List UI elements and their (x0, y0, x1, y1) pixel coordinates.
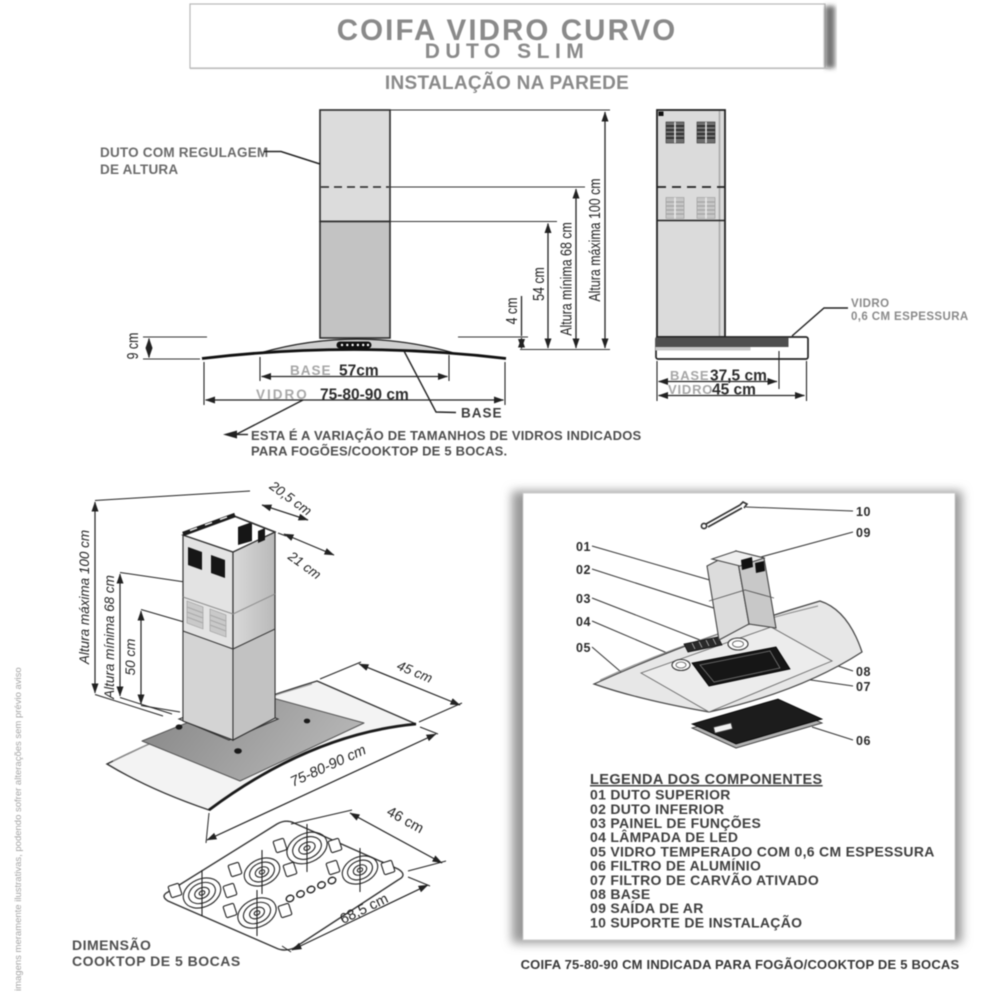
svg-text:45 cm: 45 cm (712, 382, 756, 399)
svg-text:08 BASE: 08 BASE (590, 886, 650, 902)
svg-text:06: 06 (856, 734, 871, 748)
svg-text:09 SAÍDA DE AR: 09 SAÍDA DE AR (590, 900, 704, 916)
svg-text:imagens meramente ilustrativas: imagens meramente ilustrativas, podendo … (13, 667, 24, 991)
svg-text:VIDRO: VIDRO (668, 382, 713, 397)
svg-text:DIMENSÃO: DIMENSÃO (72, 936, 151, 953)
svg-text:75-80-90 cm: 75-80-90 cm (320, 387, 409, 404)
svg-text:INSTALAÇÃO NA PAREDE: INSTALAÇÃO NA PAREDE (385, 72, 629, 94)
svg-text:COIFA 75-80-90 CM INDICADA PAR: COIFA 75-80-90 CM INDICADA PARA FOGÃO/CO… (521, 957, 960, 972)
svg-text:05 VIDRO TEMPERADO COM 0,6 CM: 05 VIDRO TEMPERADO COM 0,6 CM ESPESSURA (590, 843, 935, 859)
svg-text:VIDRO: VIDRO (851, 298, 889, 310)
svg-text:PARA FOGÕES/COOKTOP DE 5 BOCAS: PARA FOGÕES/COOKTOP DE 5 BOCAS. (251, 444, 507, 459)
svg-text:04 LÂMPADA DE LED: 04 LÂMPADA DE LED (590, 828, 738, 845)
svg-text:01 DUTO SUPERIOR: 01 DUTO SUPERIOR (590, 787, 731, 803)
svg-text:57cm: 57cm (339, 363, 379, 380)
svg-text:01: 01 (576, 540, 591, 554)
svg-text:9 cm: 9 cm (124, 333, 142, 360)
svg-text:BASE: BASE (461, 406, 503, 421)
svg-text:0,6 CM ESPESSURA: 0,6 CM ESPESSURA (851, 311, 969, 323)
svg-text:10: 10 (856, 505, 871, 519)
svg-text:Altura máxima 100 cm: Altura máxima 100 cm (586, 178, 604, 301)
svg-text:4 cm: 4 cm (503, 298, 521, 325)
svg-text:05: 05 (576, 641, 591, 655)
svg-text:10 SUPORTE DE INSTALAÇÃO: 10 SUPORTE DE INSTALAÇÃO (590, 913, 802, 930)
svg-text:DUTO COM REGULAGEM: DUTO COM REGULAGEM (100, 145, 268, 160)
svg-text:03 PAINEL DE FUNÇÕES: 03 PAINEL DE FUNÇÕES (590, 814, 761, 831)
svg-text:Altura mínima 68 cm: Altura mínima 68 cm (102, 575, 117, 700)
svg-text:37,5 cm: 37,5 cm (710, 368, 767, 385)
svg-text:09: 09 (856, 526, 871, 540)
svg-text:07 FILTRO DE CARVÃO ATIVADO: 07 FILTRO DE CARVÃO ATIVADO (590, 871, 819, 888)
svg-text:VIDRO: VIDRO (256, 387, 309, 402)
svg-text:ESTA É A VARIAÇÃO DE TAMANHOS: ESTA É A VARIAÇÃO DE TAMANHOS DE VIDROS … (251, 428, 642, 443)
svg-text:06 FILTRO DE ALUMÍNIO: 06 FILTRO DE ALUMÍNIO (590, 858, 761, 874)
svg-text:04: 04 (576, 615, 591, 629)
svg-text:02: 02 (576, 563, 591, 577)
svg-text:BASE: BASE (670, 368, 709, 383)
svg-text:Altura máxima 100 cm: Altura máxima 100 cm (77, 530, 92, 665)
svg-text:DE ALTURA: DE ALTURA (100, 162, 178, 177)
svg-text:54 cm: 54 cm (530, 267, 548, 301)
svg-text:07: 07 (856, 680, 871, 694)
svg-text:50 cm: 50 cm (123, 639, 138, 676)
svg-text:COIFA VIDRO CURVO: COIFA VIDRO CURVO (337, 14, 678, 47)
svg-text:Altura mínima 68 cm: Altura mínima 68 cm (557, 222, 575, 336)
svg-text:DUTO SLIM: DUTO SLIM (425, 40, 590, 63)
svg-text:BASE: BASE (290, 363, 332, 378)
svg-text:COOKTOP DE 5 BOCAS: COOKTOP DE 5 BOCAS (72, 953, 241, 969)
svg-text:03: 03 (576, 592, 591, 606)
svg-text:LEGENDA DOS COMPONENTES: LEGENDA DOS COMPONENTES (590, 772, 823, 788)
svg-text:02 DUTO INFERIOR: 02 DUTO INFERIOR (590, 801, 724, 817)
svg-text:08: 08 (856, 665, 871, 679)
